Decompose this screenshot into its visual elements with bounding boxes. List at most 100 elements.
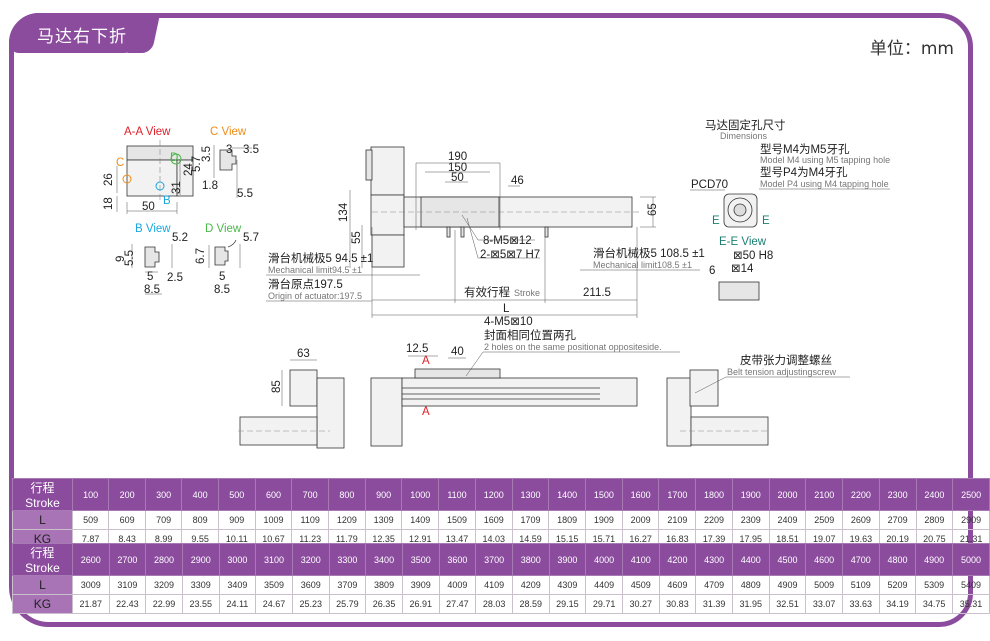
c-slot-profile bbox=[219, 149, 237, 171]
main-dim-50: 50 bbox=[451, 172, 464, 184]
c-dim-5-5: 5.5 bbox=[237, 188, 253, 200]
stroke-cell: 3400 bbox=[365, 543, 403, 576]
stroke-cell: 800 bbox=[328, 478, 366, 511]
lower-holes-cn: 4-M5⊠10 bbox=[484, 316, 533, 328]
aa-view-title: A-A View bbox=[124, 126, 171, 138]
main-dim-211-5: 211.5 bbox=[583, 287, 611, 299]
length-cell: 2409 bbox=[768, 510, 807, 530]
length-cell: 5309 bbox=[915, 575, 953, 595]
origin-cn: 滑台原点197.5 bbox=[268, 277, 343, 291]
b-dim-8-5: 8.5 bbox=[144, 284, 160, 296]
c-dim-3-5a: 3.5 bbox=[201, 146, 213, 162]
length-cell: 4409 bbox=[585, 575, 623, 595]
length-cell: 5209 bbox=[878, 575, 917, 595]
stroke-cell: 1400 bbox=[548, 478, 587, 511]
m4-en: Model M4 using M5 tapping hole bbox=[760, 155, 890, 165]
stroke-cell: 2700 bbox=[108, 543, 147, 576]
weight-cell: 24.67 bbox=[255, 594, 293, 614]
c-view: C View 3.5 3 3.5 5.7 1.8 5.5 bbox=[191, 126, 259, 200]
b-dim-5: 5 bbox=[147, 271, 153, 283]
length-cell: 909 bbox=[217, 510, 256, 530]
b-dim-5-2: 5.2 bbox=[172, 232, 188, 244]
mech-right-en: Mechanical limit108.5 ±1 bbox=[593, 260, 692, 270]
length-cell: 1109 bbox=[291, 510, 330, 530]
length-row-label: L bbox=[12, 510, 73, 530]
section-a-top: A bbox=[422, 355, 430, 367]
aa-dim-18: 18 bbox=[103, 197, 115, 210]
p4-cn: 型号P4为M4牙孔 bbox=[760, 165, 848, 179]
main-dim-L: L bbox=[503, 303, 510, 315]
weight-cell: 25.23 bbox=[291, 594, 330, 614]
length-cell: 4809 bbox=[731, 575, 770, 595]
reducer-housing bbox=[371, 234, 405, 268]
carriage bbox=[420, 196, 500, 228]
mech-right-cn: 滑台机械极5 108.5 ±1 bbox=[593, 246, 705, 260]
weight-cell: 29.15 bbox=[548, 594, 587, 614]
weight-cell: 30.27 bbox=[621, 594, 660, 614]
pulley-housing bbox=[370, 194, 405, 236]
stroke-cell: 3000 bbox=[218, 543, 257, 576]
length-cell: 3509 bbox=[255, 575, 293, 595]
weight-cell: 26.35 bbox=[365, 594, 403, 614]
weight-cell: 23.55 bbox=[181, 594, 220, 614]
stroke-cell: 4100 bbox=[621, 543, 660, 576]
stroke-cell: 3700 bbox=[475, 543, 513, 576]
flange-bore bbox=[733, 203, 747, 217]
stroke-cell: 4200 bbox=[658, 543, 697, 576]
side-plate bbox=[316, 377, 345, 449]
weight-cell: 24.11 bbox=[218, 594, 257, 614]
aa-marker-c: C bbox=[116, 157, 124, 169]
d-slot-lip bbox=[227, 239, 237, 248]
stroke-cell: 1900 bbox=[731, 478, 770, 511]
weight-cell: 31.39 bbox=[695, 594, 733, 614]
ee-section bbox=[718, 281, 760, 301]
length-cell: 4209 bbox=[511, 575, 550, 595]
lower-dim-63: 63 bbox=[297, 348, 310, 360]
length-cell: 809 bbox=[181, 510, 219, 530]
aa-dim-50: 50 bbox=[142, 201, 155, 213]
aa-side bbox=[176, 159, 194, 197]
stroke-cell: 2400 bbox=[915, 478, 954, 511]
ee-marker-right: E bbox=[762, 215, 770, 227]
stroke-cell: 200 bbox=[108, 478, 146, 511]
b-dim-5-5: 5.5 bbox=[124, 250, 136, 266]
stroke-cell: 4500 bbox=[768, 543, 807, 576]
length-cell: 3809 bbox=[365, 575, 403, 595]
length-cell: 1309 bbox=[364, 510, 403, 530]
weight-cell: 25.79 bbox=[328, 594, 367, 614]
weight-cell: 27.47 bbox=[438, 594, 477, 614]
main-dim-46: 46 bbox=[511, 175, 524, 187]
length-cell: 2909 bbox=[952, 510, 990, 530]
lower-holes-cn2: 封面相同位置两孔 bbox=[484, 328, 576, 342]
section-a-bottom: A bbox=[422, 406, 430, 418]
leader-line bbox=[461, 214, 479, 241]
length-row-label: L bbox=[12, 575, 73, 595]
stroke-cell: 2200 bbox=[842, 478, 880, 511]
stroke-cell: 600 bbox=[254, 478, 293, 511]
c-dim-3-5b: 3.5 bbox=[243, 144, 259, 156]
stroke-cell: 4700 bbox=[841, 543, 880, 576]
d-dim-8-5: 8.5 bbox=[214, 284, 230, 296]
right-motor-block bbox=[689, 369, 719, 407]
length-cell: 1609 bbox=[474, 510, 513, 530]
b-slot-profile bbox=[144, 246, 160, 268]
stroke-cell: 4000 bbox=[585, 543, 623, 576]
stroke-cell: 1300 bbox=[511, 478, 550, 511]
c-dim-1-8: 1.8 bbox=[202, 180, 218, 192]
stroke-cell: 2500 bbox=[952, 478, 990, 511]
weight-cell: 29.71 bbox=[585, 594, 623, 614]
main-dim-65: 65 bbox=[647, 203, 659, 216]
ee-dim-50: ⊠50 H8 bbox=[733, 250, 773, 262]
end-block bbox=[370, 377, 403, 447]
weight-cell: 34.75 bbox=[915, 594, 953, 614]
stroke-cell: 3900 bbox=[548, 543, 587, 576]
motor-block-top bbox=[289, 369, 318, 407]
b-view-title: B View bbox=[135, 223, 171, 235]
aa-dim-24: 24 bbox=[183, 163, 195, 176]
length-cell: 5009 bbox=[805, 575, 843, 595]
